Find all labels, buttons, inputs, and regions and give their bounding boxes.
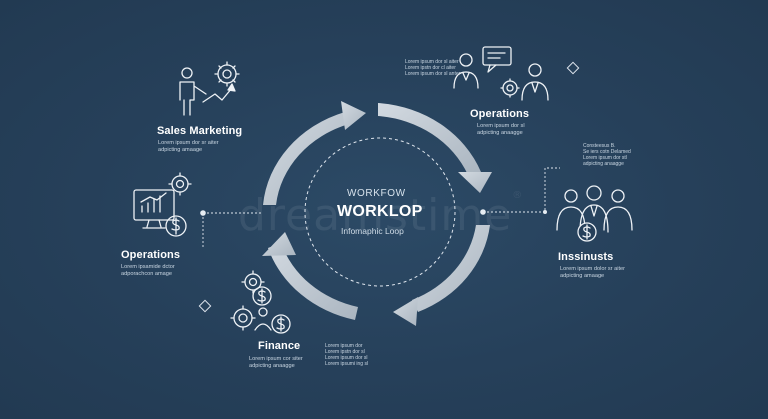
- node-text-finance: Lorem ipsum cor siter adpicting anaagge: [249, 356, 303, 369]
- arrow-segment-top-right: [378, 103, 481, 175]
- node-title-sales-marketing: Sales Marketing: [157, 125, 243, 137]
- team-group-dollar-icon: [556, 185, 633, 242]
- center-title: WORKLOP: [337, 203, 423, 220]
- node-title-insights: Inssinusts: [558, 251, 614, 263]
- arrow-segment-top-left: [263, 112, 349, 205]
- node-title-operations-top: Operations: [470, 108, 530, 120]
- arrow-segment-bottom-left: [268, 243, 358, 320]
- node-title-operations-left: Operations: [121, 249, 181, 261]
- center-kicker: WORKFOW: [347, 188, 406, 199]
- arrowhead-top: [341, 101, 366, 130]
- person-gear-icon: [179, 61, 240, 116]
- center-subtitle: Infomaphic Loop: [341, 226, 404, 236]
- operations-top-side-text: Lorem ipsum dor sl aiter Lorem ipstn dor…: [405, 59, 461, 77]
- meeting-speech-icon: [453, 46, 549, 101]
- arrowhead-bottom: [393, 297, 418, 326]
- connector-dot-left: [200, 210, 206, 216]
- arrowhead-right: [458, 172, 492, 193]
- watermark-text: dreamstime: [238, 190, 513, 241]
- node-text-sales-marketing: Lorem ipsum dor sr aiter adpicting amaag…: [158, 140, 219, 153]
- monitor-chart-dollar-icon: [133, 172, 192, 237]
- insights-side-text: Consteesus B. Se iers cotn Delamed Lorem…: [583, 143, 631, 167]
- connector-dot-right: [480, 209, 486, 215]
- diamond-decor-bottom-left: [198, 299, 212, 313]
- node-title-finance: Finance: [258, 340, 301, 352]
- watermark: dreamstime®: [238, 190, 523, 241]
- inner-dashed-circle: [304, 137, 456, 287]
- arrow-segment-bottom-right: [412, 225, 490, 312]
- arrowhead-left: [262, 232, 296, 256]
- diamond-decor-top-right: [566, 61, 580, 75]
- cycle-arrows: [262, 101, 492, 326]
- finance-side-text: Lorem ipsum dor Lorem ipstn dor sl Lorem…: [325, 343, 369, 367]
- connector-right: [483, 167, 560, 213]
- connector-lines: [202, 167, 560, 248]
- node-text-insights: Lorem ipsum dolor sr aiter adpicting ama…: [560, 266, 625, 279]
- connector-dot-far-right: [543, 210, 547, 214]
- node-text-operations-top: Lorem ipsum dor sl adpicting anaagge: [477, 123, 525, 136]
- node-text-operations-left: Lorem ipsamide dctor adporachcon amage: [121, 264, 175, 277]
- watermark-registered-mark: ®: [512, 190, 524, 201]
- gears-team-dollar-icon: [230, 270, 291, 334]
